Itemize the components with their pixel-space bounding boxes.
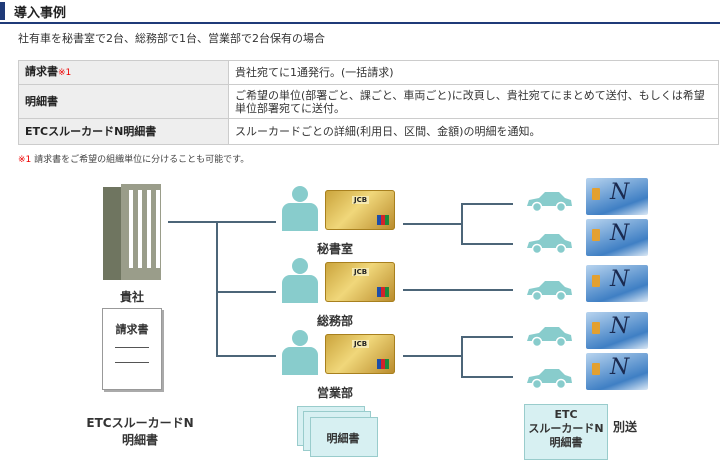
row-value: スルーカードごとの詳細(利用日、区間、金額)の明細を通知。 — [228, 118, 719, 145]
company-label: 貴社 — [119, 290, 144, 304]
row-label: 明細書 — [18, 84, 229, 119]
department-label: 秘書室 — [316, 242, 353, 256]
statement-label: 明細書 — [326, 432, 360, 445]
separate-delivery-label: 別送 — [613, 420, 638, 434]
etc-card-icon: N — [586, 265, 648, 302]
department-label: 総務部 — [316, 314, 353, 328]
section-title: 導入事例 — [14, 6, 67, 21]
etc-card-icon: N — [586, 353, 648, 390]
invoice-document-icon: 請求書 — [102, 308, 162, 390]
invoice-doc-label: 請求書 — [115, 323, 149, 336]
corporate-card-icon: JCB — [325, 190, 395, 230]
row-value: ご希望の単位(部署ごと、課ごと、車両ごと)に改頁し、貴社宛てにまとめて送付、もし… — [228, 84, 719, 119]
info-table: 請求書※1 貴社宛てに1通発行。(一括請求) 明細書ご希望の単位(部署ごと、課ごと… — [18, 60, 719, 145]
corporate-card-icon: JCB — [325, 334, 395, 374]
etc-card-icon: N — [586, 312, 648, 349]
table-row: 明細書ご希望の単位(部署ごと、課ごと、車両ごと)に改頁し、貴社宛てにまとめて送付… — [18, 84, 719, 119]
department-label: 営業部 — [316, 386, 353, 400]
footnote: ※1 請求書をご希望の組織単位に分けることも可能です。 — [18, 152, 249, 165]
table-row: 請求書※1 貴社宛てに1通発行。(一括請求) — [18, 60, 719, 85]
table-row: ETCスルーカードN明細書スルーカードごとの詳細(利用日、区間、金額)の明細を通… — [18, 118, 719, 145]
subtitle: 社有車を秘書室で2台、総務部で1台、営業部で2台保有の場合 — [18, 32, 325, 45]
row-label: ETCスルーカードN明細書 — [18, 118, 229, 145]
etc-card-icon: N — [586, 219, 648, 256]
footnote-mark: ※1 — [18, 155, 32, 165]
row-value: 貴社宛てに1通発行。(一括請求) — [228, 60, 719, 85]
footnote-mark: ※1 — [58, 68, 72, 78]
etc-card-icon: N — [586, 178, 648, 215]
section-header: 導入事例 — [0, 0, 720, 24]
row-label: 請求書 — [25, 65, 58, 78]
corporate-card-icon: JCB — [325, 262, 395, 302]
footnote-text: 請求書をご希望の組織単位に分けることも可能です。 — [34, 155, 250, 165]
